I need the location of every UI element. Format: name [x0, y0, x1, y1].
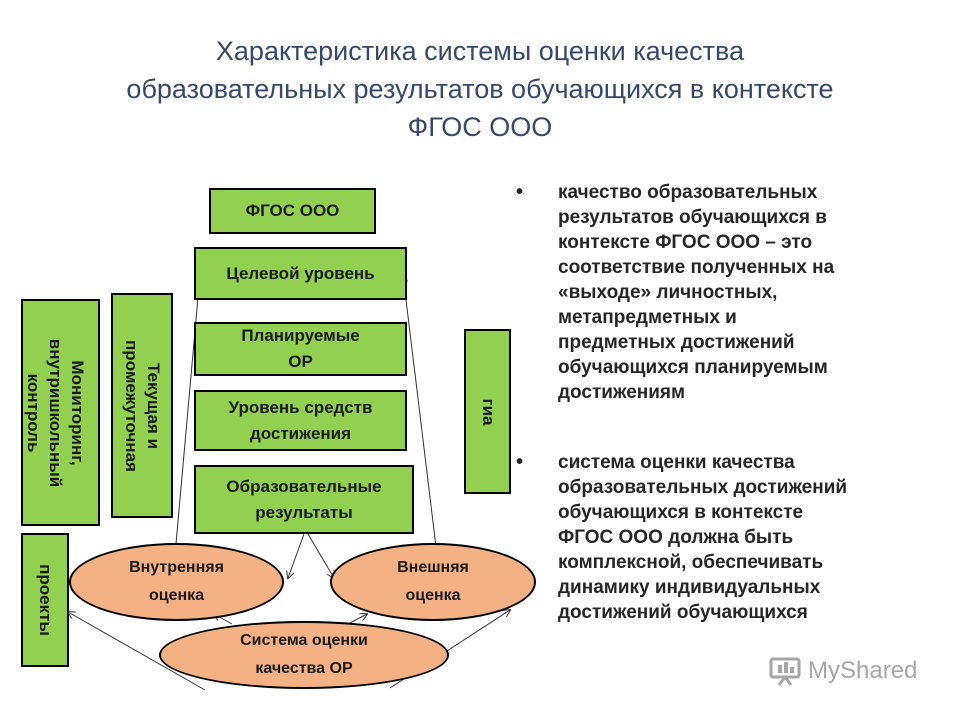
arrow-internal-to-target	[174, 275, 200, 556]
target-level-label: Целевой уровень	[226, 263, 375, 283]
planned-or-box: Планируемые ОР	[194, 322, 407, 376]
gia-text: гиа	[477, 398, 499, 425]
edu-results-box: Образовательные результаты	[194, 465, 414, 534]
bullet-dot: •	[516, 451, 524, 473]
bullet-dot: •	[516, 181, 524, 203]
bullet-1-line-8: обучающихся планируемым	[558, 357, 828, 378]
title-line-1: Характеристика системы оценки качества	[215, 36, 745, 66]
projects-box: проекты	[21, 533, 69, 667]
arrow-results-to-external	[307, 533, 334, 578]
bullet-1-line-4: соответствие полученных на	[558, 257, 835, 278]
monitoring-line-2: внутришкольный	[45, 338, 65, 487]
external-eval-line-1: Внешняя	[397, 559, 469, 576]
fgos-label: ФГОС ООО	[245, 201, 340, 220]
system-eval-oval: Система оценки качества ОР	[159, 621, 449, 689]
bullet-item: • качество образовательных результатов о…	[514, 180, 924, 405]
edu-results-line-2: результаты	[255, 502, 353, 522]
bullet-list: • качество образовательных результатов о…	[514, 180, 924, 625]
watermark-logo: MyShared	[768, 656, 917, 686]
bullet-2-line-1: система оценки качества	[558, 452, 795, 473]
title-line-3: ФГОС ООО	[407, 112, 553, 142]
bullet-1-line-2: результатов обучающихся в	[558, 207, 827, 228]
target-level-box: Целевой уровень	[194, 247, 407, 300]
means-level-line-2: достижения	[249, 423, 352, 443]
watermark-text: MyShared	[808, 657, 918, 684]
bullet-1-line-3: контексте ФГОС ООО – это	[558, 232, 813, 253]
external-eval-oval: Внешняя оценка	[330, 543, 536, 621]
current-box: Текущая и промежуточная	[111, 293, 173, 518]
monitoring-box: Мониторинг, внутришкольный контроль	[21, 299, 100, 526]
planned-or-line-1: Планируемые	[241, 326, 360, 345]
gia-label: гиа	[478, 398, 498, 425]
means-level-box: Уровень средств достижения	[194, 390, 407, 451]
bullet-2-line-6: динамику индивидуальных	[558, 577, 821, 598]
bullet-2-line-3: обучающихся в контексте	[558, 502, 804, 523]
bullet-2-line-4: ФГОС ООО должна быть	[558, 527, 794, 548]
slide-title: Характеристика системы оценки качества о…	[60, 32, 900, 146]
current-line-2: промежуточная	[122, 339, 141, 472]
arrow-external-to-target	[403, 275, 438, 556]
internal-eval-line-2: оценка	[148, 587, 205, 604]
bullet-2-line-2: образовательных достижений	[558, 477, 848, 498]
arrow-system-to-projects	[68, 612, 206, 691]
presentation-icon	[769, 657, 801, 686]
system-eval-line-1: Система оценки	[240, 632, 368, 649]
fgos-box: ФГОС ООО	[209, 188, 376, 234]
monitoring-line-1: Мониторинг,	[67, 359, 87, 466]
monitoring-text: Мониторинг, внутришкольный контроль	[23, 338, 88, 487]
bullet-1-line-6: метапредметных и	[558, 307, 737, 328]
projects-text: проекты	[34, 564, 56, 636]
means-level-line-1: Уровень средств	[228, 397, 373, 417]
edu-results-line-1: Образовательные	[226, 476, 382, 496]
internal-eval-line-1: Внутренняя	[129, 559, 224, 576]
bullet-2-line-7: достижений обучающихся	[558, 602, 808, 623]
title-line-2: образовательных результатов обучающихся …	[126, 74, 834, 104]
gia-box: гиа	[464, 329, 511, 494]
current-text: Текущая и промежуточная	[120, 340, 164, 472]
projects-label: проекты	[36, 564, 55, 636]
bullet-item: • система оценки качества образовательны…	[514, 450, 924, 625]
monitoring-line-3: контроль	[23, 373, 43, 452]
bullet-1-line-5: «выходе» личностных,	[558, 282, 778, 303]
bullet-1-line-7: предметных достижений	[558, 332, 795, 353]
current-line-1: Текущая и	[144, 362, 163, 449]
bullet-1-line-1: качество образовательных	[558, 182, 818, 203]
bullet-1-line-9: достижениям	[558, 382, 686, 403]
internal-eval-oval: Внутренняя оценка	[69, 543, 284, 621]
arrow-results-to-internal	[288, 533, 305, 578]
planned-or-line-2: ОР	[288, 352, 313, 371]
system-eval-line-2: качества ОР	[255, 660, 353, 677]
bullet-2-line-5: комплексной, обеспечивать	[558, 552, 824, 573]
external-eval-line-2: оценка	[405, 587, 461, 604]
